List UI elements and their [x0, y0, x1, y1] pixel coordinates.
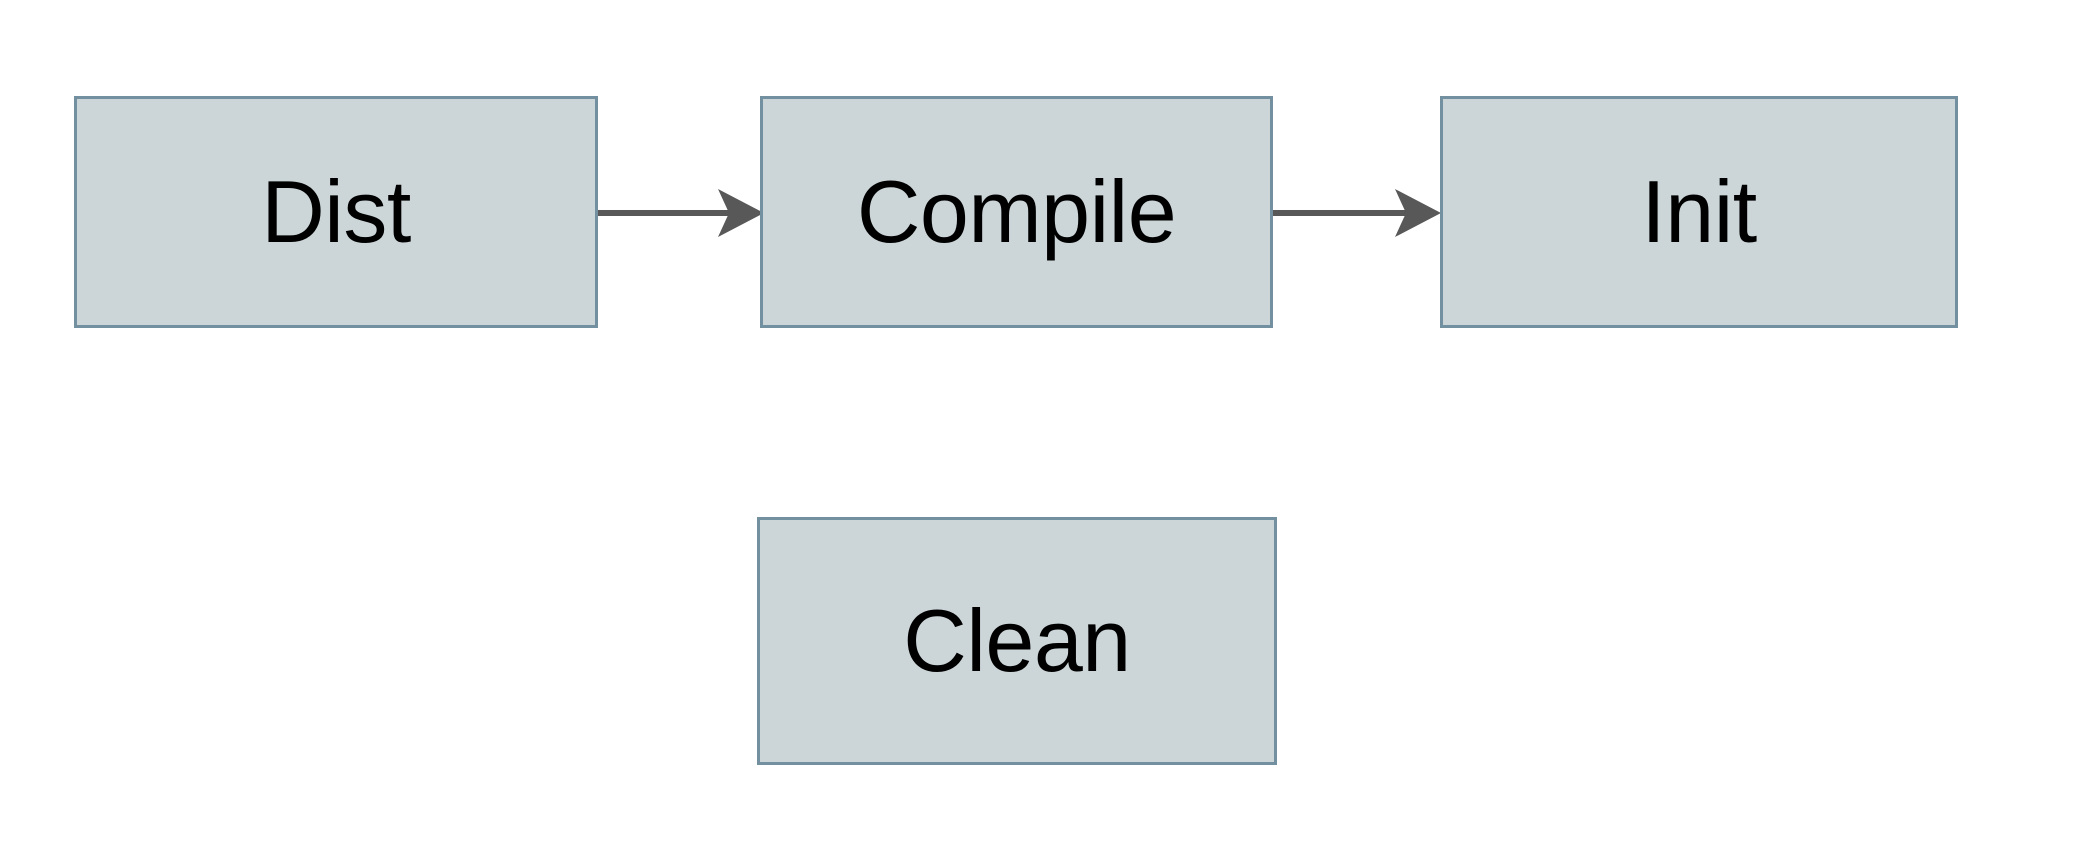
node-init-label: Init [1641, 162, 1757, 261]
node-init[interactable]: Init [1440, 96, 1958, 328]
node-clean-label: Clean [903, 591, 1131, 690]
node-compile[interactable]: Compile [760, 96, 1273, 328]
edge-compile-to-init-arrowhead-icon [1395, 189, 1441, 237]
node-dist[interactable]: Dist [74, 96, 598, 328]
node-dist-label: Dist [261, 162, 411, 261]
edge-dist-to-compile-arrowhead-icon [718, 189, 764, 237]
node-compile-label: Compile [856, 162, 1177, 261]
node-clean[interactable]: Clean [757, 517, 1277, 765]
edge-compile-to-init[interactable] [1271, 180, 1443, 246]
edge-dist-to-compile[interactable] [596, 180, 766, 246]
